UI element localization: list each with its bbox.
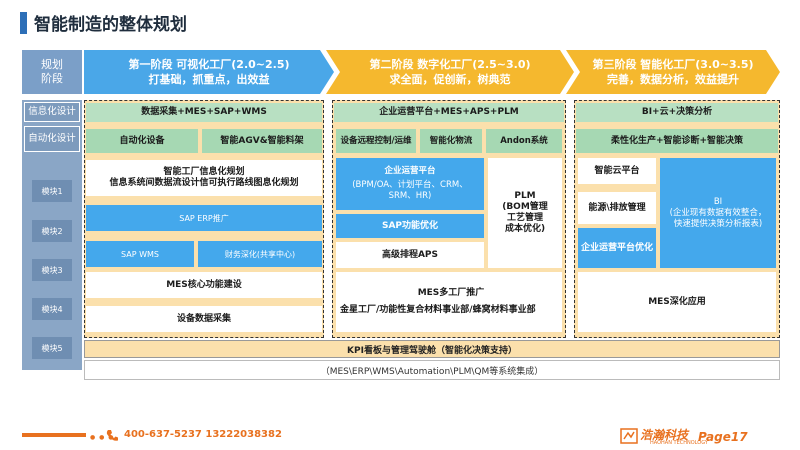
phase-1-sap-wms: SAP WMS: [86, 241, 194, 267]
module-label-5: 模块5: [32, 337, 72, 359]
footer-dots: ● ● ●: [90, 434, 115, 441]
module-label-3: 模块3: [32, 259, 72, 281]
stage-3-title: 第三阶段 智能化工厂(3.0~3.5): [592, 58, 754, 71]
systems-integration-bar: （MES\ERP\WMS\Automation\PLM\QM等系统集成）: [84, 360, 780, 380]
phase-2-auto-box-1: 设备远程控制/运维: [336, 129, 416, 153]
stage-1-title: 第一阶段 可视化工厂(2.0~2.5): [128, 58, 290, 71]
phase-3-info-box: BI+云+决策分析: [576, 103, 778, 122]
footer-phone: 400-637-5237 13222038382: [124, 429, 282, 440]
module-label-2: 模块2: [32, 220, 72, 242]
stage-2-subtitle: 求全面，促创新，树典范: [389, 73, 511, 86]
phase-2-info-box: 企业运营平台+MES+APS+PLM: [334, 103, 564, 122]
company-logo-text: 浩瀚科技: [640, 428, 689, 442]
phase-1-module-1-title: 智能工厂信息化规划: [163, 167, 245, 177]
row-label-info: 信息化设计: [24, 102, 80, 122]
phase-1-mes-core: MES核心功能建设: [86, 272, 322, 298]
phase-1-auto-box-2: 智能AGV&智能料架: [202, 129, 322, 153]
phase-2-mes: MES多工厂推广 金星工厂/功能性复合材料事业部/蜂窝材料事业部: [336, 272, 562, 332]
phase-3-ops-opt: 企业运营平台优化: [578, 228, 656, 268]
phase-3-energy: 能源\排放管理: [578, 192, 656, 224]
module-label-4: 模块4: [32, 298, 72, 320]
stage-1-arrow: 第一阶段 可视化工厂(2.0~2.5) 打基础，抓重点，出效益: [84, 50, 334, 94]
phase-1-module-1: 智能工厂信息化规划 信息系统间数据流设计信可执行路线图息化规划: [86, 160, 322, 196]
phase-2-ops-title: 企业运营平台: [384, 166, 436, 176]
phase-2-ops-platform: 企业运营平台 (BPM/OA、计划平台、CRM、SRM、HR): [336, 158, 484, 210]
phase-1-finance: 财务深化(共享中心): [198, 241, 322, 267]
phase-2-auto-box-2: 智能化物流: [420, 129, 482, 153]
phase-1-module-1-body: 信息系统间数据流设计信可执行路线图息化规划: [109, 178, 299, 188]
page-title: 智能制造的整体规划: [34, 15, 187, 35]
phase-1-auto-box-1: 自动化设备: [86, 129, 198, 153]
module-label-1: 模块1: [32, 180, 72, 202]
row-label-auto: 自动化设计: [24, 126, 80, 152]
phase-3-mes: MES深化应用: [578, 272, 776, 332]
stage-label: 规划 阶段: [22, 50, 82, 94]
stage-1-subtitle: 打基础，抓重点，出效益: [148, 73, 270, 86]
title-accent-bar: [20, 12, 27, 34]
stage-3-arrow: 第三阶段 智能化工厂(3.0~3.5) 完善，数据分析，效益提升: [566, 50, 780, 94]
phase-1-info-box: 数据采集+MES+SAP+WMS: [86, 103, 322, 122]
phase-3-auto-box: 柔性化生产+智能诊断+智能决策: [576, 129, 778, 153]
phase-3-cloud: 智能云平台: [578, 158, 656, 184]
stage-2-arrow: 第二阶段 数字化工厂(2.5~3.0) 求全面，促创新，树典范: [326, 50, 574, 94]
stage-3-subtitle: 完善，数据分析，效益提升: [607, 73, 739, 86]
company-logo-subtext: HAOHAN TECHNOLOGY: [650, 440, 708, 446]
phase-1-data-collection: 设备数据采集: [86, 306, 322, 332]
phone-icon: [106, 430, 118, 441]
phase-2-ops-body: (BPM/OA、计划平台、CRM、SRM、HR): [352, 180, 468, 201]
phase-2-plm: PLM (BOM管理 工艺管理 成本优化): [488, 158, 562, 268]
company-logo-icon: [620, 428, 638, 444]
kpi-dashboard-bar: KPI看板与管理驾驶舱（智能化决策支持）: [84, 340, 780, 358]
phase-1-sap-erp: SAP ERP推广: [86, 205, 322, 231]
phase-2-auto-box-3: Andon系统: [486, 129, 562, 153]
phase-2-sap-opt: SAP功能优化: [336, 214, 484, 238]
footer-accent-bar: [22, 433, 86, 437]
phase-2-mes-title: MES多工厂推广: [417, 288, 485, 298]
page-number: Page17: [698, 430, 748, 444]
phase-2-mes-body: 金星工厂/功能性复合材料事业部/蜂窝材料事业部: [340, 305, 536, 315]
phase-3-bi: BI (企业现有数据有效整合，快速提供决策分析报表): [660, 158, 776, 268]
stage-2-title: 第二阶段 数字化工厂(2.5~3.0): [369, 58, 531, 71]
phase-2-aps: 高级排程APS: [336, 242, 484, 268]
